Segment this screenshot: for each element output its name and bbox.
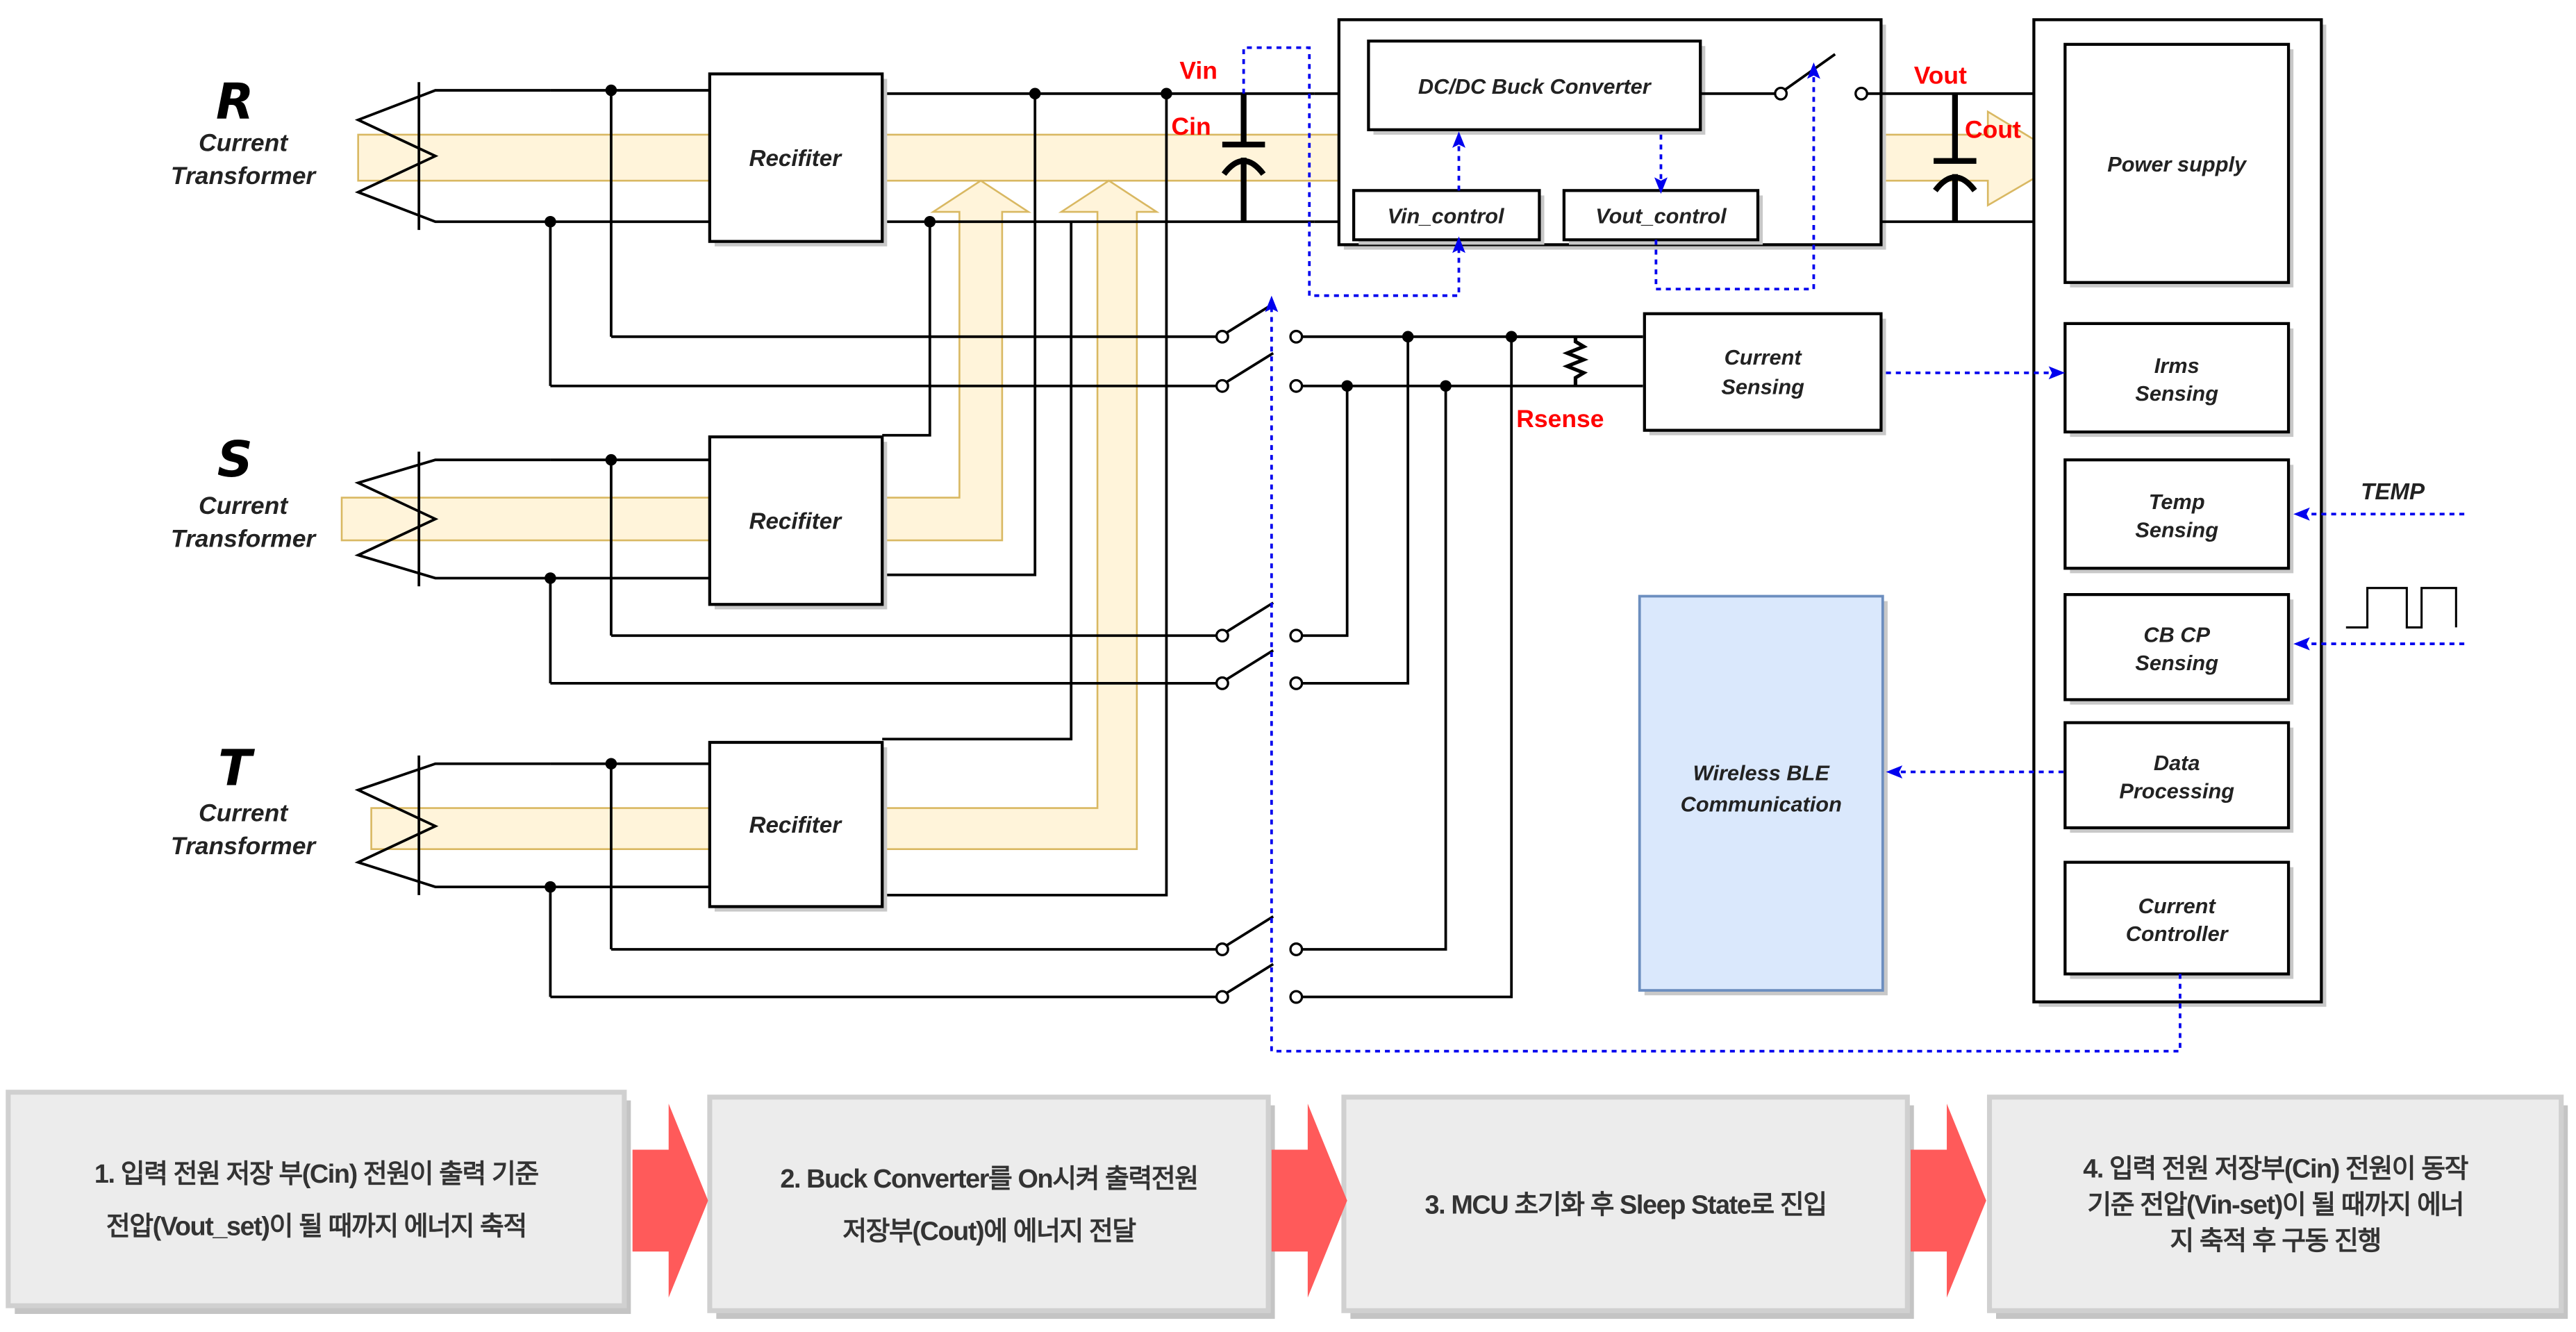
process-steps: 1. 입력 전원 저장 부(Cin) 전원이 출력 기준전압(Vout_set)… <box>6 1090 2568 1319</box>
mcu-block-label: Temp <box>2149 490 2205 514</box>
phase-letter: S <box>217 431 253 488</box>
relay-switch-icon <box>1215 963 1304 1004</box>
mcu-block-label: Sensing <box>2135 517 2218 542</box>
wireless-label-1: Wireless BLE <box>1693 760 1831 785</box>
step-text: 지 축적 후 구동 진행 <box>2170 1227 2380 1256</box>
transformer-label-2: Transformer <box>171 162 317 190</box>
step-box-1: 1. 입력 전원 저장 부(Cin) 전원이 출력 기준전압(Vout_set)… <box>6 1090 631 1314</box>
switches <box>1215 302 1304 1004</box>
mcu-block-label: Irms <box>2154 353 2200 378</box>
step-text: 3. MCU 초기화 후 Sleep State로 진입 <box>1425 1191 1827 1220</box>
rectifier-label: Recifiter <box>749 509 843 535</box>
step-arrow-icon <box>1271 1104 1347 1298</box>
rectifier-block[interactable]: Recifiter <box>708 435 888 610</box>
rsense-label: Rsense <box>1516 405 1604 433</box>
current-sensing-label-1: Current <box>1725 345 1803 369</box>
wireless-ble-box[interactable] <box>1638 594 1884 992</box>
cout-capacitor <box>1933 93 1977 222</box>
buck-converter-label: DC/DC Buck Converter <box>1418 74 1652 99</box>
rectifier-block[interactable]: Recifiter <box>708 72 888 247</box>
temp-input-label: TEMP <box>2361 479 2425 505</box>
cout-label: Cout <box>1965 116 2021 144</box>
relay-switch-icon <box>1215 649 1304 690</box>
mcu-block-3[interactable]: CB CP Sensing <box>2063 592 2294 705</box>
square-wave-icon <box>2345 587 2457 628</box>
transformer-label-1: Current <box>199 492 289 519</box>
step-box-3: 3. MCU 초기화 후 Sleep State로 진입 <box>1341 1094 1914 1319</box>
transformer-label-2: Transformer <box>171 525 317 553</box>
current-sensing-box[interactable] <box>1643 312 1883 432</box>
mcu-block-label: Power supply <box>2107 152 2247 176</box>
step-text: 전압(Vout_set)이 될 때까지 에너지 축적 <box>106 1212 526 1241</box>
vin-label: Vin <box>1179 57 1218 85</box>
step-text: 기준 전압(Vin-set)이 될 때까지 에너 <box>2087 1191 2463 1220</box>
cin-capacitor <box>1221 93 1266 222</box>
step-text: 2. Buck Converter를 On시켜 출력전원 <box>780 1165 1197 1194</box>
mcu-block-label: Sensing <box>2135 651 2218 675</box>
rectifier-label: Recifiter <box>749 813 843 838</box>
energy-flow-s <box>340 179 1032 542</box>
step-text: 4. 입력 전원 저장부(Cin) 전원이 동작 <box>2083 1155 2468 1184</box>
rectifier-wiring <box>550 88 1643 999</box>
relay-switch-icon <box>1215 302 1304 344</box>
step-text: 1. 입력 전원 저장 부(Cin) 전원이 출력 기준 <box>94 1160 538 1189</box>
transformer-coil-icon <box>354 762 551 888</box>
dcdc-converter-block: DC/DC Buck Converter Vin_control Vout_co… <box>1314 18 2034 250</box>
buck-converter-box[interactable] <box>1367 39 1702 131</box>
step-arrow-icon <box>632 1104 708 1298</box>
transformer-label-1: Current <box>199 129 289 157</box>
phase-letter: T <box>218 739 256 797</box>
transformer-label-1: Current <box>199 799 289 826</box>
relay-switch-icon <box>1215 915 1304 956</box>
step-arrow-icon <box>1910 1104 1986 1298</box>
wireless-label-2: Communication <box>1681 792 1842 816</box>
rectifier-label: Recifiter <box>749 146 843 172</box>
transformer-coil-icon <box>354 458 551 580</box>
transformer-coil-icon <box>354 89 551 224</box>
mcu-block-label: Sensing <box>2135 381 2218 406</box>
vin-control-box[interactable] <box>1352 189 1541 242</box>
phase-letter: R <box>216 72 254 130</box>
vout-label: Vout <box>1914 62 1967 90</box>
mcu-block-0[interactable]: Power supply <box>2063 42 2294 288</box>
vin-control-label: Vin_control <box>1388 204 1505 228</box>
phase-transformers: RCurrentTransformerSCurrentTransformerTC… <box>171 72 710 997</box>
rectifier-block[interactable]: Recifiter <box>708 740 888 912</box>
mcu-block-label: CB CP <box>2143 623 2210 647</box>
relay-switch-icon <box>1215 601 1304 643</box>
mcu-block-label: Processing <box>2119 779 2234 803</box>
relay-switch-icon <box>1215 351 1304 393</box>
mcu-block-label: Data <box>2154 751 2200 775</box>
mcu-block-label: Current <box>2138 894 2217 918</box>
mcu-block-label: Controller <box>2126 922 2229 946</box>
transformer-label-2: Transformer <box>171 832 317 860</box>
vout-control-label: Vout_control <box>1595 204 1727 228</box>
step-text: 저장부(Cout)에 에너지 전달 <box>842 1217 1136 1247</box>
current-sensing-label-2: Sensing <box>1721 375 1804 399</box>
signal-lines <box>1242 46 2465 1053</box>
rsense-resistor <box>1511 335 1643 386</box>
cin-label: Cin <box>1172 113 1211 140</box>
